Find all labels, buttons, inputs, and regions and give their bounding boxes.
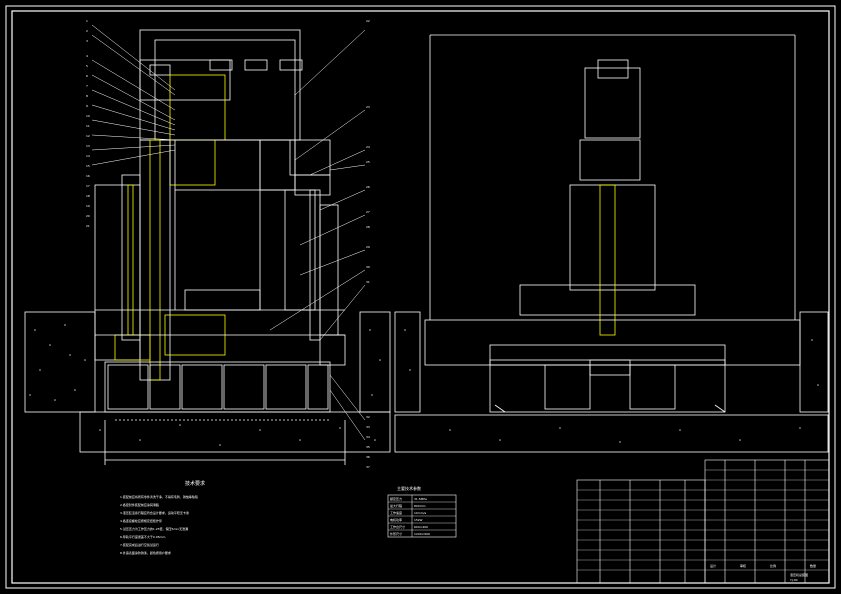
part-balloon-label: 18 [86,194,90,198]
left-foundation [24,311,391,453]
left-section-view [94,29,346,465]
param-value: 31.5MPa [414,497,427,501]
param-name: 额定压力 [390,496,402,501]
tech-req-line: 1.装配前应将所有零件清洗干净，不得有毛刺、锈蚀等缺陷 [120,494,198,499]
part-balloon-label: 32 [366,415,370,419]
part-balloon-label: 28 [366,225,370,229]
part-balloon-label: 23 [366,105,370,109]
part-balloon-label: 22 [366,19,370,23]
part-balloon-label: 5 [86,64,88,68]
tech-req-title: 技术要求 [185,480,205,487]
part-balloon-label: 24 [366,145,370,149]
part-balloon-label: 19 [86,204,90,208]
part-balloon-label: 36 [366,455,370,459]
param-value: 800mm [414,504,426,508]
param-name: 最大行程 [390,503,402,508]
param-value: 10mm/s [414,511,427,515]
param-name: 电机功率 [390,517,402,522]
left-leader-lines [91,24,366,441]
title-block-qty: 数量 [810,563,816,568]
param-value: 1200×900 [414,532,430,536]
part-balloon-label: 3 [86,39,88,43]
part-balloon-label: 12 [86,134,90,138]
param-name: 外形尺寸 [390,531,402,536]
part-balloon-label: 11 [86,124,90,128]
part-balloon-label: 17 [86,184,90,188]
right-foundation [394,311,829,453]
part-balloon-label: 1 [86,19,88,23]
param-table: 主要技术参数 额定压力 31.5MPa 最大行程 800mm 工作速度 10mm… [387,485,457,538]
part-balloon-label: 33 [366,425,370,429]
part-balloon-label: 20 [86,214,90,218]
part-balloon-label: 10 [86,114,90,118]
part-balloon-label: 30 [366,265,370,269]
tech-req-line: 2.各密封件装配前应涂润滑脂 [120,502,159,507]
param-name: 工作台尺寸 [390,524,405,529]
tech-req-line: 3.液压缸活塞行程应符合设计要求，运动平稳无卡滞 [120,510,189,515]
part-balloon-label: 16 [86,174,90,178]
part-balloon-label: 34 [366,435,370,439]
part-balloon-label: 8 [86,94,88,98]
tech-req-line: 6.导轨平行度误差不大于0.05mm [120,534,165,539]
param-value: 15kW [414,518,423,522]
part-balloon-label: 6 [86,74,88,78]
part-balloon-label: 27 [366,210,370,214]
title-block-designer: 设计 [710,563,716,568]
inner-frame [11,10,830,584]
title-block-checker: 审核 [740,563,746,568]
part-balloon-label: 9 [86,104,88,108]
part-balloon-label: 35 [366,445,370,449]
right-front-view [424,34,801,413]
tech-req-line: 7.装配完成后进行空载试运行 [120,542,159,547]
part-balloon-label: 21 [86,224,90,228]
drawing-number: YJ-00 [790,578,798,582]
part-balloon-label: 26 [366,185,370,189]
part-balloon-label: 13 [86,144,90,148]
part-balloon-label: 7 [86,84,88,88]
title-block: 设计 审核 比例 数量 液压机总装图 YJ-00 [710,563,816,582]
title-block-scale: 比例 [770,563,776,568]
param-value: 600×400 [414,525,428,529]
param-table-title: 主要技术参数 [397,485,421,491]
tech-req-line: 4.各连接螺栓应按规定扭矩拧紧 [120,518,162,523]
outer-frame [5,5,836,589]
part-balloon-label: 15 [86,164,90,168]
parts-list [576,459,830,584]
part-balloon-label: 25 [366,160,370,164]
part-balloon-label: 31 [366,280,370,284]
tech-req-line: 8.外露表面涂防锈漆，颜色按用户要求 [120,550,171,555]
part-balloon-label: 14 [86,154,90,158]
part-balloon-label: 2 [86,29,88,33]
param-name: 工作速度 [390,510,402,515]
part-balloon-label: 37 [366,465,370,469]
tech-req-line: 5.试压压力为工作压力的1.25倍，保压5min无泄漏 [120,526,188,531]
tech-requirements: 技术要求 1.装配前应将所有零件清洗干净，不得有毛刺、锈蚀等缺陷 2.各密封件装… [120,480,205,555]
drawing-name: 液压机总装图 [790,572,808,577]
part-balloon-label: 29 [366,245,370,249]
part-balloon-label: 4 [86,54,88,58]
